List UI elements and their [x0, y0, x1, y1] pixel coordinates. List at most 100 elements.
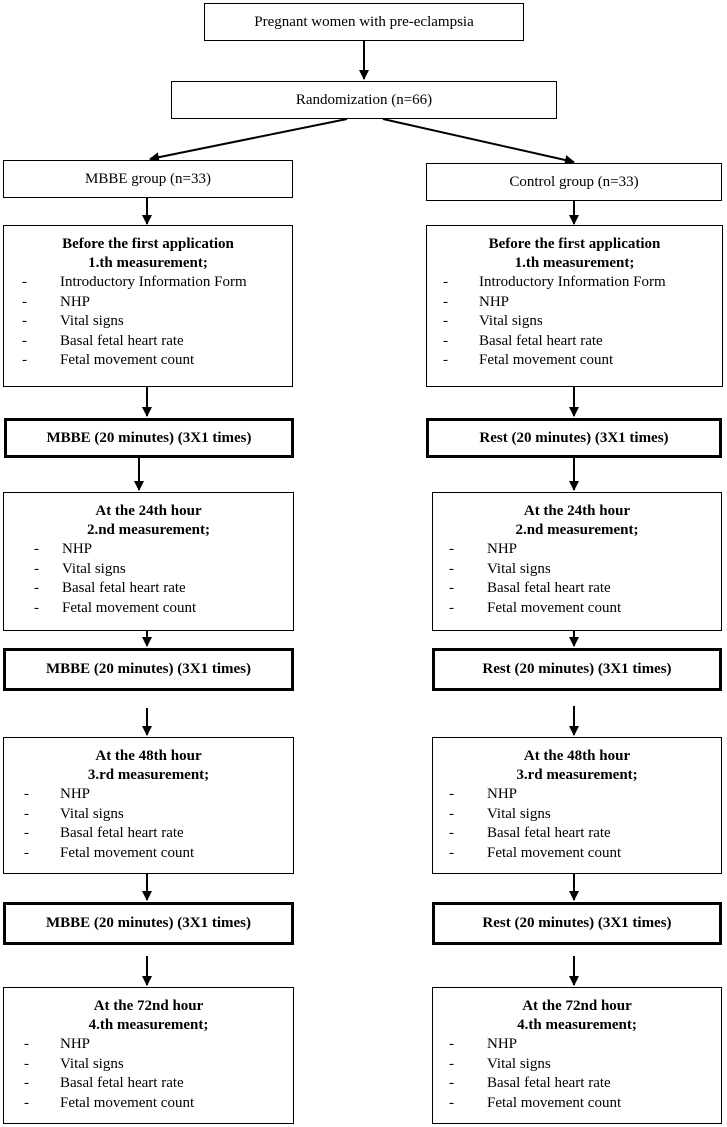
measurement-item-text: NHP: [479, 293, 510, 310]
measurement-item-text: Fetal movement count: [60, 1094, 195, 1111]
measurement-item-text: Basal fetal heart rate: [487, 825, 611, 841]
mbbe-intervention-3-box: MBBE (20 minutes) (3X1 times): [3, 902, 294, 945]
bullet-dash: -: [443, 293, 448, 310]
measurement-item: -Vital signs: [4, 1055, 293, 1075]
measurement-item: - Basal fetal heart rate: [4, 824, 293, 844]
measurement-item-text: Fetal movement count: [479, 352, 614, 368]
measurement-item: - Basal fetal heart rate: [433, 824, 721, 844]
measurement-item-text: Introductory Information Form: [60, 274, 247, 290]
arrow-randomization-to-mbbe: [149, 118, 348, 163]
measurement-item-list: -Introductory Information Form-NHP-Vital…: [427, 273, 722, 371]
control-measurement-2-box: At the 24th hour 2.nd measurement; - NHP - Vi…: [432, 492, 722, 631]
bullet-dash: -: [24, 805, 29, 822]
bullet-dash: -: [34, 541, 39, 557]
measurement-item-text: Vital signs: [487, 560, 551, 577]
measurement-item-text: Fetal movement count: [487, 599, 622, 616]
randomization-label: Randomization (n=66): [295, 91, 433, 108]
bullet-dash: -: [24, 825, 29, 841]
measurement-time: At the 24th hour: [95, 503, 202, 519]
measurement-item: -Basal fetal heart rate: [433, 1074, 721, 1094]
measurement-item-text: Vital signs: [487, 1055, 551, 1072]
measurement-item-text: Vital signs: [487, 805, 551, 822]
measurement-item-text: Basal fetal heart rate: [60, 1075, 184, 1091]
measurement-item-text: Vital signs: [479, 313, 543, 329]
measurement-label: 3.rd measurement;: [516, 767, 638, 783]
arrow-randomization-to-control: [382, 118, 575, 165]
measurement-item: - Vital signs: [4, 560, 293, 580]
measurement-item: - Fetal movement count: [433, 1094, 721, 1114]
measurement-item-text: NHP: [487, 541, 518, 557]
measurement-item-text: Basal fetal heart rate: [479, 332, 603, 349]
measurement-item: - Basal fetal heart rate: [4, 1074, 293, 1094]
control-intervention-3-label: Rest (20 minutes) (3X1 times): [482, 915, 672, 931]
bullet-dash: -: [449, 786, 454, 802]
measurement-item: - NHP: [4, 1035, 293, 1055]
measurement-item-text: Vital signs: [60, 1055, 124, 1072]
bullet-dash: -: [24, 844, 29, 861]
control-intervention-1-box: Rest (20 minutes) (3X1 times): [426, 418, 722, 458]
mbbe-group-label: MBBE group (n=33): [85, 170, 211, 187]
control-intervention-2-label: Rest (20 minutes) (3X1 times): [482, 661, 672, 677]
measurement-item: -Vital signs: [433, 805, 721, 825]
bullet-dash: -: [22, 293, 27, 310]
bullet-dash: -: [449, 599, 454, 616]
bullet-dash: -: [34, 560, 39, 577]
bullet-dash: -: [449, 825, 454, 841]
measurement-item-text: NHP: [62, 541, 93, 557]
measurement-item-text: Basal fetal heart rate: [62, 580, 186, 596]
mbbe-group-box: MBBE group (n=33): [3, 160, 293, 198]
bullet-dash: -: [449, 560, 454, 577]
mbbe-intervention-2-box: MBBE (20 minutes) (3X1 times): [3, 648, 294, 691]
bullet-dash: -: [24, 1036, 29, 1052]
bullet-dash: -: [24, 1094, 29, 1111]
measurement-item: -Basal fetal heart rate: [427, 332, 722, 352]
population-box: Pregnant women with pre-eclampsia: [204, 3, 524, 41]
measurement-item-text: NHP: [60, 293, 91, 310]
measurement-item: -Basal fetal heart rate: [433, 579, 721, 599]
measurement-item: -NHP: [433, 1035, 721, 1055]
measurement-item-list: -NHP-Vital signs-Basal fetal heart rate-…: [4, 540, 293, 618]
measurement-time: At the 48th hour: [523, 748, 631, 764]
measurement-item: -Basal fetal heart rate: [4, 332, 292, 352]
measurement-item-text: Basal fetal heart rate: [60, 332, 184, 349]
measurement-item-text: Vital signs: [60, 313, 124, 329]
measurement-item: - NHP: [4, 293, 292, 313]
measurement-label: 4.th measurement;: [88, 1017, 209, 1033]
measurement-item-list: -NHP-Vital signs-Basal fetal heart rate-…: [433, 785, 721, 863]
mbbe-intervention-3-label: MBBE (20 minutes) (3X1 times): [46, 915, 251, 931]
bullet-dash: -: [449, 1094, 454, 1111]
measurement-item-list: -NHP-Vital signs-Basal fetal heart rate-…: [4, 1035, 293, 1113]
measurement-item-text: Fetal movement count: [487, 1094, 622, 1111]
measurement-item: - Fetal movement count: [433, 599, 721, 619]
measurement-item: - NHP: [4, 540, 293, 560]
measurement-label: 4.th measurement;: [517, 1017, 637, 1033]
mbbe-intervention-1-box: MBBE (20 minutes) (3X1 times): [4, 418, 294, 458]
bullet-dash: -: [24, 1075, 29, 1091]
measurement-item-text: Fetal movement count: [487, 844, 622, 861]
measurement-time: Before the first application: [488, 236, 661, 252]
measurement-item-text: Vital signs: [62, 560, 126, 577]
bullet-dash: -: [449, 1055, 454, 1072]
bullet-dash: -: [34, 599, 39, 616]
bullet-dash: -: [449, 541, 454, 557]
measurement-item-text: Basal fetal heart rate: [487, 1075, 611, 1091]
bullet-dash: -: [22, 274, 27, 290]
bullet-dash: -: [22, 352, 27, 368]
measurement-label: 1.th measurement;: [88, 255, 208, 271]
mbbe-intervention-1-label: MBBE (20 minutes) (3X1 times): [46, 429, 252, 446]
control-intervention-3-box: Rest (20 minutes) (3X1 times): [432, 902, 722, 945]
measurement-item: - NHP: [433, 540, 721, 560]
measurement-item-text: Fetal movement count: [60, 352, 195, 368]
measurement-item: -Fetal movement count: [433, 844, 721, 864]
measurement-item: -Vital signs: [4, 312, 292, 332]
measurement-item-text: Basal fetal heart rate: [60, 825, 184, 841]
measurement-item-text: NHP: [60, 1036, 91, 1052]
measurement-label: 2.nd measurement;: [515, 522, 639, 538]
measurement-item-text: Vital signs: [60, 805, 124, 822]
measurement-time: At the 24th hour: [523, 503, 631, 519]
